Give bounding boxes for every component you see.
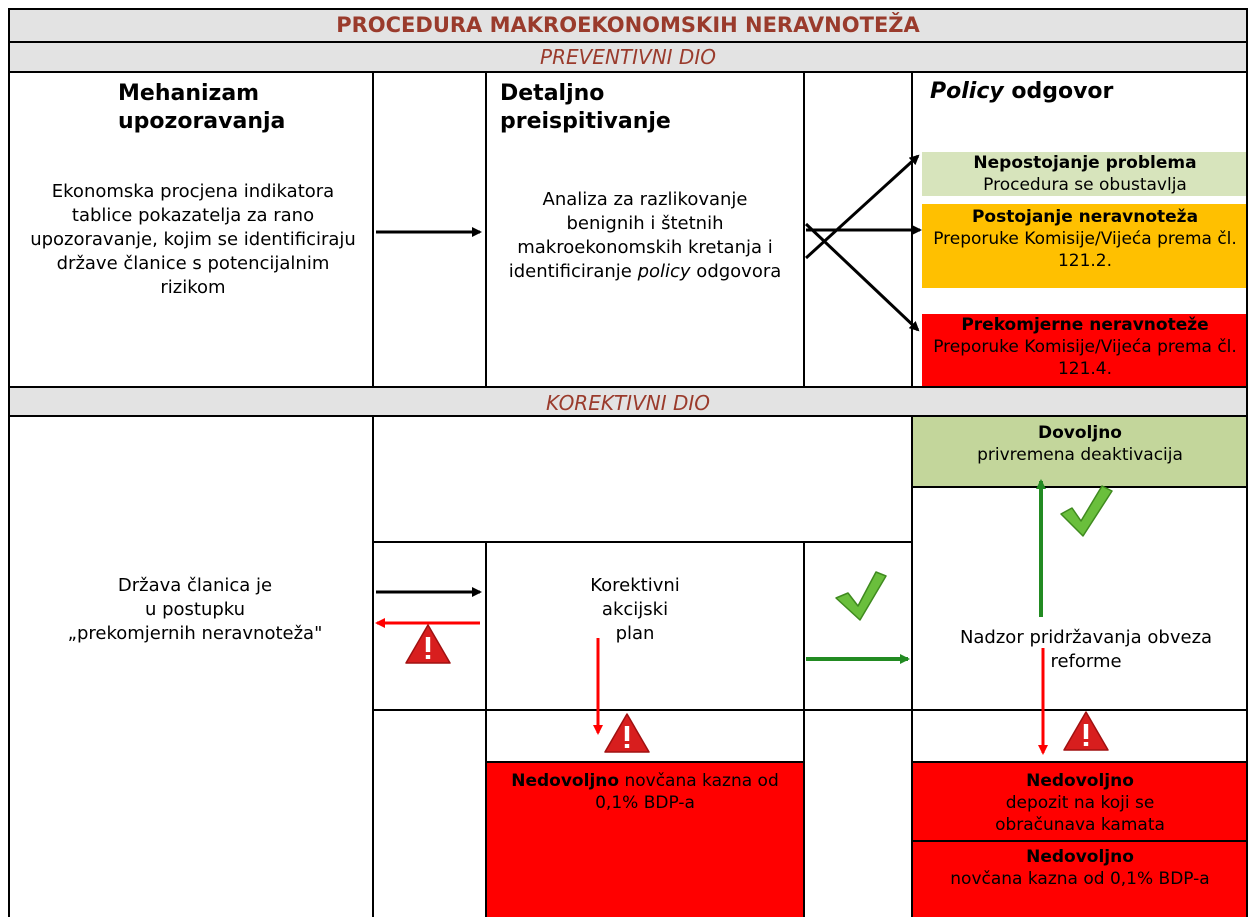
member-state-line3: „prekomjernih neravnoteža"	[67, 623, 323, 644]
grid-line	[8, 8, 10, 917]
grid-line	[8, 8, 1248, 10]
insufficient-plan-title: Nedovoljno	[511, 771, 620, 791]
mechanism-heading: Mehanizam upozoravanja	[118, 80, 358, 136]
review-text-main: Analiza za razlikovanje benignih i štetn…	[508, 189, 773, 282]
grid-line	[911, 416, 913, 917]
check-icon	[835, 571, 887, 621]
insufficient-fine-box: Nedovoljno novčana kazna od 0,1% BDP-a	[912, 842, 1248, 917]
grid-line	[803, 541, 805, 917]
outcome-excessive-title: Prekomjerne neravnoteže	[961, 315, 1209, 335]
outcome-imbalances-text: Preporuke Komisije/Vijeća prema čl. 121.…	[933, 229, 1237, 271]
check-icon	[1060, 485, 1113, 537]
action-plan-line2: akcijski	[601, 599, 669, 620]
grid-line	[373, 709, 1248, 711]
review-heading-line1: Detaljno	[500, 81, 605, 106]
action-plan-line3: plan	[615, 623, 655, 644]
grid-line	[912, 840, 1248, 842]
grid-line	[912, 761, 1248, 763]
outcome-imbalances-title: Postojanje neravnoteža	[971, 207, 1199, 227]
page-title: PROCEDURA MAKROEKONOMSKIH NERAVNOTEŽA	[8, 8, 1248, 42]
grid-line	[8, 71, 1248, 73]
action-plan-line1: Korektivni	[590, 575, 680, 596]
monitoring-line2: reforme	[1050, 651, 1122, 672]
grid-line	[912, 486, 1248, 488]
grid-line	[8, 415, 1248, 417]
mechanism-heading-line2: upozoravanja	[118, 109, 286, 134]
member-state-line1: Država članica je	[117, 575, 273, 596]
grid-line	[1246, 8, 1248, 917]
mechanism-heading-line1: Mehanizam	[118, 81, 260, 106]
monitoring-line1: Nadzor pridržavanja obveza	[959, 627, 1213, 648]
action-plan-text: Korektivni akcijski plan	[560, 574, 710, 646]
warning-icon	[604, 713, 650, 753]
grid-line	[485, 541, 487, 917]
insufficient-deposit-title: Nedovoljno	[1026, 771, 1134, 791]
review-text-end: odgovora	[690, 261, 782, 282]
insufficient-fine-text: novčana kazna od 0,1% BDP-a	[950, 869, 1210, 889]
review-text-policy: policy	[637, 261, 691, 282]
corrective-section-label: KOREKTIVNI DIO	[8, 388, 1248, 416]
monitoring-text: Nadzor pridržavanja obveza reforme	[926, 626, 1246, 674]
sufficient-box: Dovoljno privremena deaktivacija	[912, 416, 1248, 486]
grid-line	[373, 541, 912, 543]
warning-icon	[1063, 711, 1109, 751]
review-heading-line2: preispitivanje	[500, 109, 671, 134]
outcome-excessive-text: Preporuke Komisije/Vijeća prema čl. 121.…	[933, 337, 1237, 379]
grid-line	[372, 416, 374, 917]
review-text: Analiza za razlikovanje benignih i štetn…	[505, 188, 785, 284]
grid-line	[803, 72, 805, 386]
insufficient-deposit-text: depozit na koji se obračunava kamata	[995, 793, 1165, 835]
response-heading-rest: odgovor	[1003, 79, 1114, 104]
arrow-down-right-icon	[804, 222, 920, 332]
insufficient-fine-title: Nedovoljno	[1026, 847, 1134, 867]
grid-line	[372, 72, 374, 386]
arrow-up-right-icon	[804, 154, 920, 260]
grid-line	[8, 41, 1248, 43]
member-state-line2: u postupku	[144, 599, 246, 620]
outcome-no-problem: Nepostojanje problema Procedura se obust…	[922, 152, 1248, 196]
mechanism-text: Ekonomska procjena indikatora tablice po…	[30, 181, 356, 298]
member-state-text: Država članica je u postupku „prekomjern…	[30, 574, 360, 646]
response-heading-policy: Policy	[930, 79, 1004, 104]
outcome-imbalances: Postojanje neravnoteža Preporuke Komisij…	[922, 204, 1248, 288]
grid-line	[485, 72, 487, 386]
preventive-section-label: PREVENTIVNI DIO	[8, 42, 1248, 72]
warning-icon	[405, 624, 451, 664]
grid-line	[486, 761, 804, 763]
outcome-no-problem-title: Nepostojanje problema	[973, 153, 1197, 173]
review-heading: Detaljno preispitivanje	[500, 80, 790, 136]
insufficient-plan-text: novčana kazna od 0,1% BDP-a	[595, 771, 779, 813]
grid-line	[8, 386, 1248, 388]
outcome-excessive-imbalances: Prekomjerne neravnoteže Preporuke Komisi…	[922, 314, 1248, 386]
outcome-no-problem-text: Procedura se obustavlja	[983, 175, 1187, 195]
response-heading: Policy odgovor	[930, 78, 1230, 106]
grid-line	[911, 72, 913, 386]
insufficient-plan-box: Nedovoljno novčana kazna od 0,1% BDP-a	[486, 762, 804, 917]
insufficient-deposit-box: Nedovoljno depozit na koji se obračunava…	[912, 762, 1248, 840]
sufficient-title: Dovoljno	[1038, 423, 1122, 443]
sufficient-text: privremena deaktivacija	[977, 445, 1183, 465]
